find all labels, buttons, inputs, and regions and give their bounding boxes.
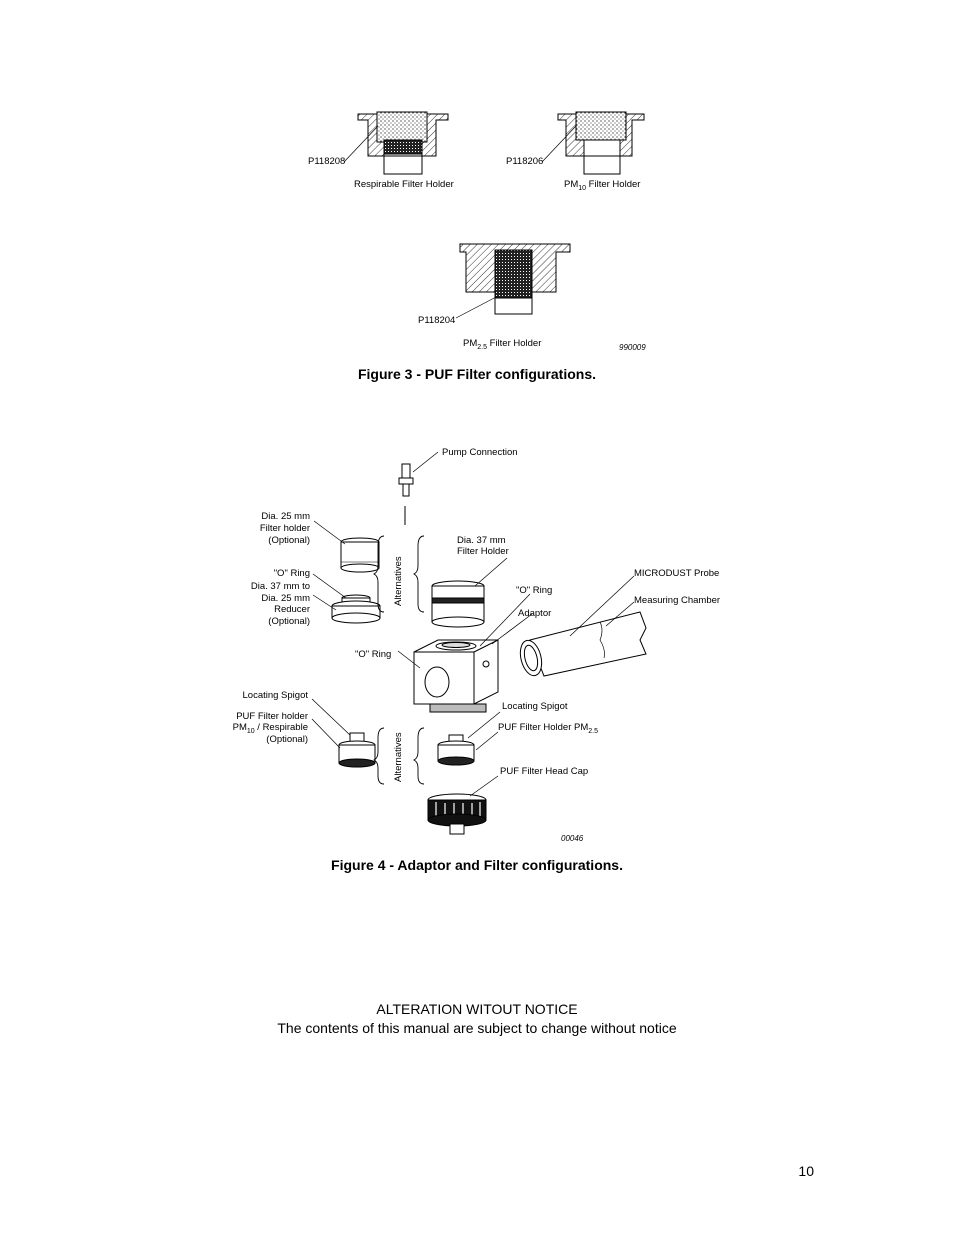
respirable-part-number: P118208 [308,156,346,167]
locating-spigot-right-label: Locating Spigot [502,701,568,712]
reducer-label-line1: Dia. 37 mm to [250,581,310,592]
puf-holder-right-label: PUF Filter Holder PM2.5 [498,722,598,735]
head-cap-label: PUF Filter Head Cap [500,766,589,777]
puf-holder-left-label-line2: PM10 / Respirable [232,722,308,735]
alternatives-brace-bottom [372,727,425,785]
puf-holder-left-drawing [311,698,376,768]
dia37-label-line1: Dia. 37 mm [457,535,506,546]
alternatives-brace-top [372,535,425,613]
dia25-label-line2: Filter holder [259,523,310,534]
adaptor-drawing [397,593,533,713]
puf-holder-left-label-line3: (Optional) [266,734,308,745]
oring-center-label: "O" Ring [355,649,392,660]
figure3-drawing-number: 990009 [619,343,646,352]
dia37-holder-drawing [431,557,508,628]
microdust-probe-drawing [519,575,647,677]
figure4-drawing-number: 00046 [561,834,584,843]
alternatives-bottom-label: Alternatives [393,732,404,782]
pm25-holder-drawing [455,243,571,319]
locating-spigot-left-label: Locating Spigot [242,690,309,701]
puf-holder-right-drawing [437,711,501,766]
oring-right-label: "O" Ring [516,585,553,596]
pm25-part-number: P118204 [418,315,456,326]
oring-left-label: "O" Ring [273,568,310,579]
page-number: 10 [798,1163,814,1179]
pm10-holder-label: PM10 Filter Holder [564,179,641,192]
pm10-part-number: P118206 [506,156,544,167]
adaptor-label: Adaptor [518,608,552,619]
head-cap-drawing [427,775,499,835]
footer-notice-title: ALTERATION WITOUT NOTICE [376,1001,578,1017]
measuring-chamber-label: Measuring Chamber [634,595,721,606]
reducer-label-line3: Reducer [274,604,310,615]
pump-connection-drawing [398,451,439,525]
figure3-caption: Figure 3 - PUF Filter configurations. [357,366,596,382]
alternatives-top-label: Alternatives [393,556,404,606]
puf-holder-left-label-line1: PUF Filter holder [236,711,308,722]
pm10-holder-drawing [541,111,645,175]
microdust-probe-label: MICRODUST Probe [634,568,720,579]
respirable-holder-drawing [343,111,449,175]
footer-notice-text: The contents of this manual are subject … [277,1020,677,1036]
respirable-holder-label: Respirable Filter Holder [354,179,454,190]
reducer-label-line4: (Optional) [268,616,310,627]
reducer-drawing [312,573,381,624]
reducer-label-line2: Dia. 25 mm [261,593,310,604]
dia25-holder-drawing [313,520,380,573]
dia37-label-line2: Filter Holder [457,546,509,557]
dia25-label-line3: (Optional) [268,535,310,546]
pm25-holder-label: PM2.5 Filter Holder [463,338,542,351]
dia25-label-line1: Dia. 25 mm [261,511,310,522]
figure4-caption: Figure 4 - Adaptor and Filter configurat… [331,857,623,873]
pump-connection-label: Pump Connection [442,447,518,458]
